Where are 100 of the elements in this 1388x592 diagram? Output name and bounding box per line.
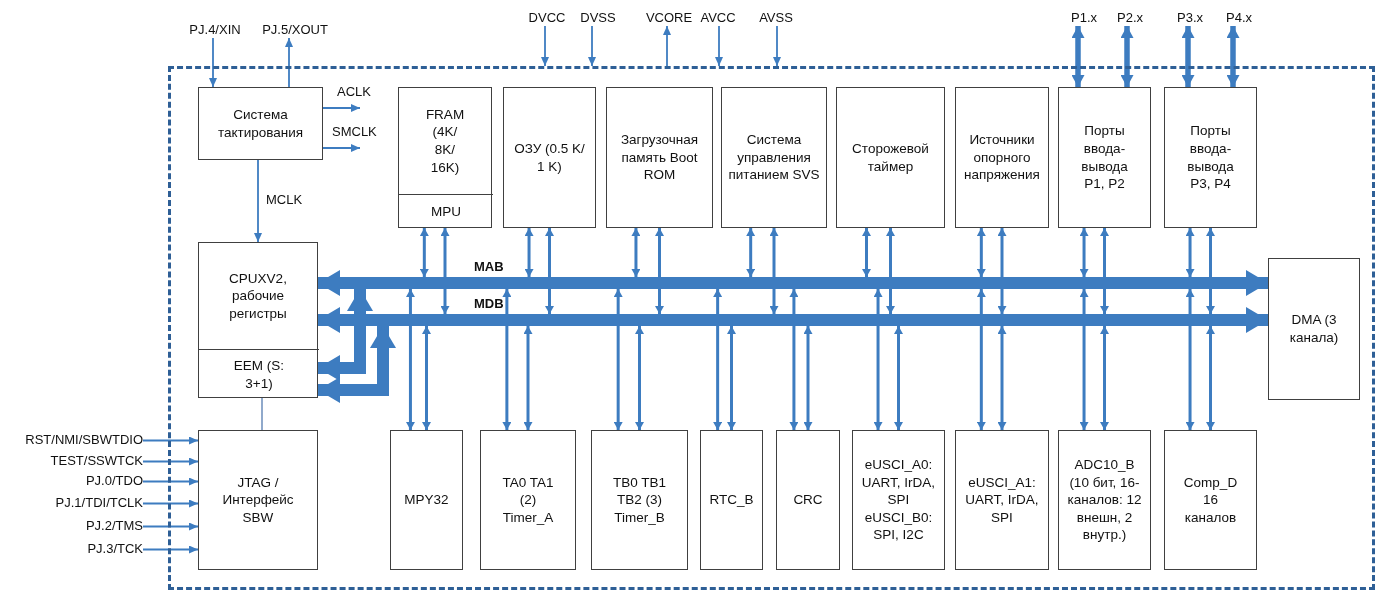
arrow <box>713 289 723 430</box>
arrow <box>1185 289 1195 430</box>
block-box <box>198 87 323 160</box>
block-box <box>852 430 945 570</box>
arrow <box>1226 26 1240 87</box>
block-label: Источники опорного напряжения <box>963 131 1041 184</box>
block-label: TB0 TB1 TB2 (3) Timer_B <box>612 473 667 527</box>
block-box <box>955 430 1049 570</box>
block-label: RTC_B <box>709 491 754 509</box>
block-label: FRAM (4K/ 8K/ 16K) <box>425 105 465 177</box>
arrow <box>894 326 903 430</box>
pin-label: P3.x <box>1172 10 1208 26</box>
pin-label: P1.x <box>1066 10 1102 26</box>
block-box <box>1058 430 1151 570</box>
arrow <box>405 289 415 430</box>
arrow <box>322 144 361 152</box>
edge-label: MCLK <box>266 192 303 208</box>
bus-arrow <box>318 289 373 381</box>
block-box <box>503 87 596 228</box>
arrow <box>976 289 986 430</box>
block-box <box>1164 430 1257 570</box>
pin-label: VCORE <box>645 10 693 26</box>
arrow <box>613 289 623 430</box>
arrow <box>886 228 895 314</box>
block-box <box>1268 258 1360 400</box>
block-label: TA0 TA1 (2) Timer_A <box>501 473 555 527</box>
arrow <box>773 25 781 67</box>
arrow <box>285 37 293 88</box>
pin-label: PJ.0/TDO <box>4 473 143 490</box>
block-label: eUSCI_A1: UART, IrDA, SPI <box>964 473 1040 527</box>
arrow <box>142 457 199 466</box>
bus-arrow <box>318 307 345 333</box>
block-label: Загрузочная память Boot ROM <box>619 131 700 184</box>
pin-label: P2.x <box>1112 10 1148 26</box>
arrow <box>142 499 199 508</box>
arrow <box>997 326 1007 430</box>
bus-label: MAB <box>474 259 504 275</box>
block-box <box>776 430 840 570</box>
pin-label: RST/NMI/SBWTDIO <box>4 432 143 449</box>
block-box <box>606 87 713 228</box>
arrow <box>1071 26 1085 87</box>
arrow <box>663 25 671 67</box>
bus-label: MDB <box>474 296 504 312</box>
block-box <box>1164 87 1257 228</box>
arrow <box>631 228 641 277</box>
block-label: DMA (3 канала) <box>1288 311 1340 347</box>
arrow <box>254 159 262 243</box>
block-box <box>198 430 318 570</box>
edge-label: ACLK <box>337 84 371 100</box>
block-label: Система управления питанием SVS <box>728 131 820 184</box>
edge-label: SMCLK <box>332 124 377 140</box>
arrow <box>588 25 596 67</box>
pin-label: PJ.4/XIN <box>185 22 245 38</box>
block-box <box>591 430 688 570</box>
chip-boundary <box>168 66 1375 590</box>
arrow <box>803 326 813 430</box>
arrow <box>789 289 799 430</box>
arrow <box>142 545 199 554</box>
block-label: CPUXV2, рабочие регистры <box>228 269 288 323</box>
pin-label: PJ.5/XOUT <box>256 22 334 38</box>
arrow <box>524 228 534 277</box>
block-label: eUSCI_B0: SPI, I2C <box>863 508 934 544</box>
pin-label: PJ.3/TCK <box>4 541 143 558</box>
arrow <box>1185 228 1195 277</box>
arrow <box>873 289 883 430</box>
block-box <box>480 430 576 570</box>
arrow <box>1079 228 1089 277</box>
arrow <box>1181 26 1195 87</box>
arrow <box>322 104 361 112</box>
block-box <box>1058 87 1151 228</box>
arrow <box>1120 26 1134 87</box>
arrow <box>440 228 450 314</box>
arrow <box>635 326 644 430</box>
block-box <box>198 242 318 398</box>
arrow <box>1100 228 1109 314</box>
block-box <box>721 87 827 228</box>
block-box <box>398 87 492 228</box>
pin-label: DVCC <box>527 10 567 26</box>
block-label: Система тактирования <box>216 105 305 142</box>
block-label: EEM (S: 3+1) <box>232 356 286 393</box>
arrow <box>862 228 871 277</box>
block-label: Порты ввода-вывода P3, P4 <box>1186 122 1235 193</box>
arrow <box>1206 326 1215 430</box>
block-label: MPY32 <box>404 491 449 509</box>
arrow <box>523 326 533 430</box>
arrow <box>727 326 736 430</box>
block-label: ОЗУ (0.5 K/ 1 K) <box>513 139 586 176</box>
arrow <box>1079 289 1089 430</box>
arrow <box>715 25 723 67</box>
arrow <box>541 25 549 67</box>
block-label: MPU <box>431 203 461 221</box>
pin-label: DVSS <box>578 10 618 26</box>
arrow <box>209 37 217 88</box>
block-box <box>700 430 763 570</box>
arrow <box>769 228 779 314</box>
arrow <box>142 436 199 445</box>
bus-arrow <box>318 326 396 403</box>
block-box <box>390 430 463 570</box>
arrow <box>997 228 1007 314</box>
block-label: CRC <box>793 491 823 509</box>
